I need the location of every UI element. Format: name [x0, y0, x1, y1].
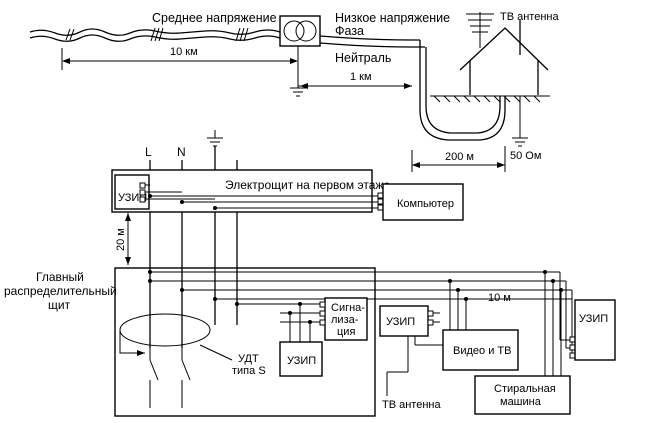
- roof-tv-antenna-icon: [466, 12, 494, 48]
- video-tv-box: [442, 329, 519, 371]
- video-tv-feed: [448, 279, 468, 330]
- udt-label-2: типа S: [232, 365, 266, 377]
- first-floor-panel-label: Электрощит на первом этаже: [225, 178, 390, 192]
- alarm-label-2: лиза-: [331, 314, 359, 326]
- distance-200m-label: 200 м: [445, 151, 474, 163]
- medium-voltage-line: [29, 27, 281, 42]
- distance-1km: [298, 83, 412, 89]
- tv-uzip-connections: [386, 310, 443, 396]
- washing-machine-box: [474, 375, 571, 415]
- line-N-label: N: [177, 145, 186, 159]
- video-tv-label: Видео и ТВ: [453, 345, 511, 357]
- main-panel-label-2: распределительный: [4, 284, 117, 298]
- ground-resistance-label: 50 Ом: [510, 150, 541, 162]
- main-panel-label-3: щит: [48, 298, 71, 312]
- main-distribution-panel: [114, 267, 376, 417]
- right-uzip-connections: [559, 272, 576, 359]
- neutral-label: Нейтраль: [335, 51, 391, 65]
- alarm-label-1: Сигна-: [331, 302, 365, 314]
- roof-tv-antenna-label: ТВ антенна: [500, 11, 559, 23]
- main-uzip-box: [279, 341, 323, 377]
- distance-200m: [411, 146, 506, 172]
- distance-20m-label: 20 м: [115, 228, 127, 251]
- alarm-terminals: [319, 301, 326, 326]
- tv-uzip-label: УЗИП: [386, 316, 415, 328]
- alarm-box: [324, 297, 368, 341]
- house: [459, 20, 549, 95]
- right-uzip-label: УЗИП: [579, 313, 608, 325]
- distance-20m: [125, 213, 131, 265]
- distance-1km-label: 1 км: [350, 71, 372, 83]
- udt-label-1: УДТ: [238, 353, 259, 365]
- washing-machine-label-1: Стиральная: [494, 383, 556, 395]
- earth-symbol: [207, 130, 223, 147]
- distance-10m-label: 10 м: [488, 292, 511, 304]
- tv-antenna-cable-label: ТВ антенна: [382, 399, 441, 411]
- alarm-feed: [235, 302, 320, 323]
- main-panel-label-1: Главный: [36, 270, 84, 284]
- computer-label: Компьютер: [397, 198, 454, 210]
- phase-label: Фаза: [335, 24, 364, 38]
- alarm-label-3: ция: [337, 326, 355, 338]
- first-floor-panel: [111, 169, 373, 213]
- tv-uzip-box: [379, 305, 429, 337]
- line-tick-marks: [65, 27, 249, 42]
- underground-cable: [419, 40, 506, 141]
- medium-voltage-label: Среднее напряжение: [152, 11, 277, 25]
- transformer-ground: [290, 87, 306, 97]
- house-ground-electrode: [512, 96, 528, 147]
- main-uzip-feeds: [288, 302, 312, 342]
- computer-box: [382, 183, 464, 221]
- main-uzip-label: УЗИП: [287, 355, 316, 367]
- washing-machine-feed: [543, 270, 563, 376]
- transformer: [279, 15, 321, 97]
- computer-feed: [148, 192, 384, 211]
- udt-rcd: [119, 313, 233, 408]
- right-uzip-box: [574, 299, 616, 361]
- distribution-buses: [148, 270, 572, 301]
- washing-machine-label-2: машина: [500, 396, 542, 408]
- low-voltage-lines: [319, 35, 425, 48]
- distance-10km-label: 10 км: [170, 46, 198, 58]
- line-L-label: L: [145, 145, 152, 159]
- first-floor-uzip-terminals: [139, 182, 215, 203]
- low-voltage-label: Низкое напряжение: [335, 11, 450, 25]
- ground-hatching: [430, 95, 550, 103]
